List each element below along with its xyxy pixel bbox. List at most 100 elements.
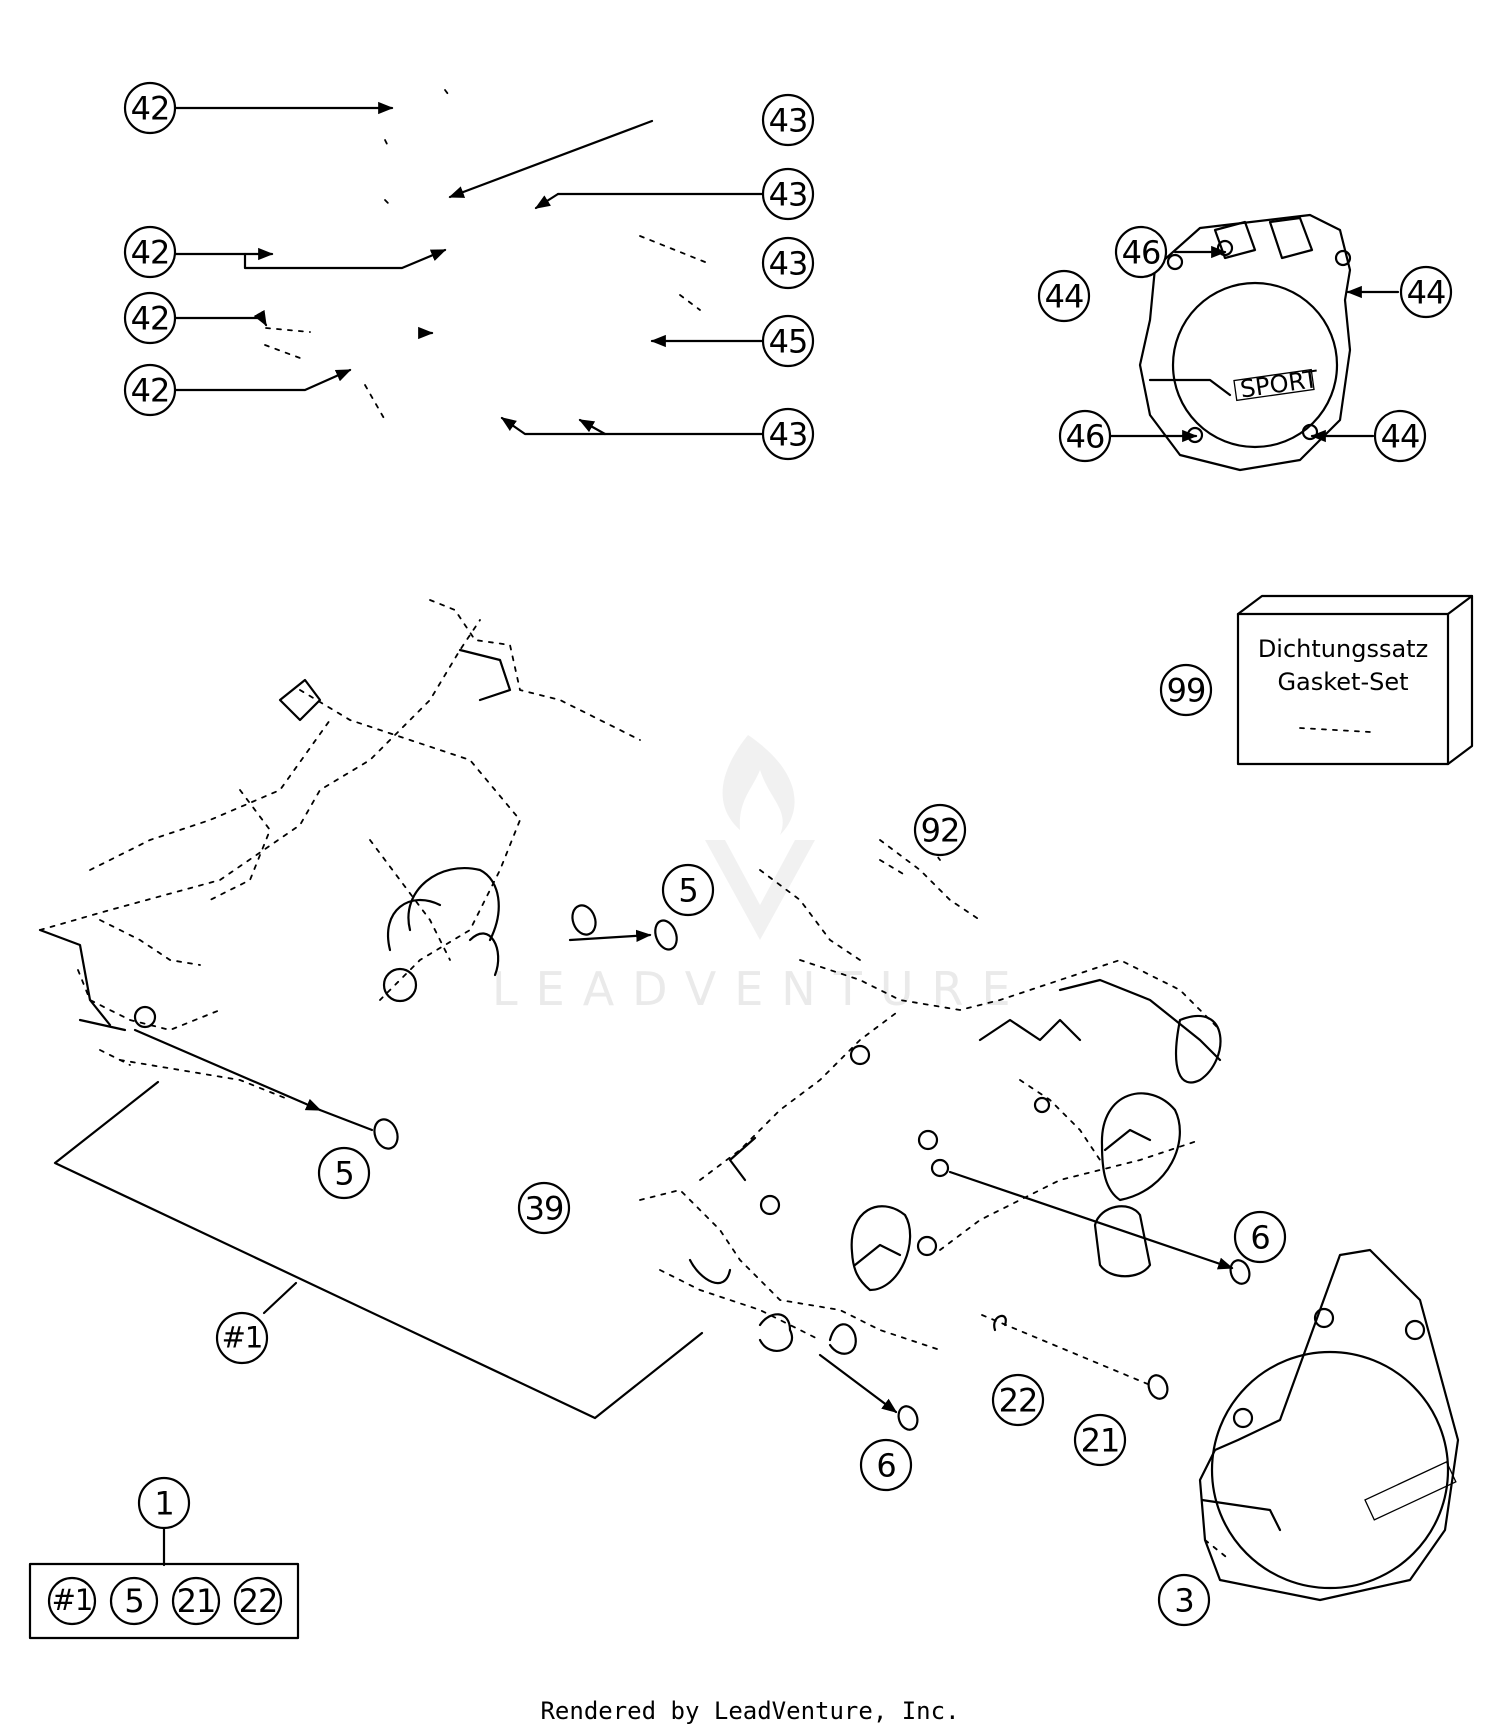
callout-circle xyxy=(215,1311,269,1365)
callout-circle xyxy=(123,291,177,345)
callout-circle xyxy=(1037,269,1091,323)
callout-circle xyxy=(1373,409,1427,463)
callout-number: 46 xyxy=(1122,234,1161,272)
callout-circle xyxy=(171,1576,221,1626)
callout-circle xyxy=(1233,1210,1287,1264)
callout-circle xyxy=(317,1146,371,1200)
callout-number: 42 xyxy=(131,300,170,338)
callout-6-c6a: 6 xyxy=(1233,1210,1287,1264)
cover-logo-text: SPORT xyxy=(1238,365,1320,404)
callout-44-c44b: 44 xyxy=(1399,265,1453,319)
callout-number: 39 xyxy=(525,1190,564,1228)
callout-number: 42 xyxy=(131,90,170,128)
callout-circle xyxy=(761,167,815,221)
callout-circle xyxy=(123,363,177,417)
callout-number: 22 xyxy=(239,1582,278,1620)
callout-46-c46b: 46 xyxy=(1058,409,1112,463)
callout-3-c3: 3 xyxy=(1157,1573,1211,1627)
ignition-cover-large xyxy=(1198,1248,1460,1602)
callout-44-c44a: 44 xyxy=(1037,269,1091,323)
callout-number: 44 xyxy=(1045,278,1084,316)
callout-22-kit3: 22 xyxy=(233,1576,283,1626)
callout-number: 43 xyxy=(769,176,808,214)
callout-number: 44 xyxy=(1407,274,1446,312)
callout-46-c46a: 46 xyxy=(1114,225,1168,279)
callout-5-c5a: 5 xyxy=(661,863,715,917)
callout-number: 6 xyxy=(876,1447,895,1485)
callout-circle xyxy=(517,1181,571,1235)
callout-number: 5 xyxy=(124,1582,143,1620)
callout-circle xyxy=(761,236,815,290)
callout-circle xyxy=(1399,265,1453,319)
crankcase-right-half xyxy=(639,839,1251,1431)
callout-1-c1: 1 xyxy=(137,1476,191,1530)
callout-labels: 42 42 42 42 43 43 43 43 45 46 46 44 44 44 99 92 5 5 39 6 6 22… xyxy=(47,81,1453,1627)
callout-42-c42b: 42 xyxy=(123,225,177,279)
gasket-set-box: Dichtungssatz Gasket-Set xyxy=(1236,594,1474,766)
callout-number: 21 xyxy=(1081,1422,1120,1460)
callout-circle xyxy=(913,803,967,857)
callout-39-c39: 39 xyxy=(517,1181,571,1235)
gasket-label-en: Gasket-Set xyxy=(1277,668,1408,696)
callout-43-c43b: 43 xyxy=(761,167,815,221)
callout-22-c22: 22 xyxy=(991,1373,1045,1427)
callout-92-c92: 92 xyxy=(913,803,967,857)
callout-number: 43 xyxy=(769,245,808,283)
callout-number: 21 xyxy=(177,1582,216,1620)
callout-circle xyxy=(761,93,815,147)
callout-circle xyxy=(991,1373,1045,1427)
callout-number: #1 xyxy=(52,1583,93,1617)
gasket-label-de: Dichtungssatz xyxy=(1258,635,1428,663)
callout-43-c43d: 43 xyxy=(761,407,815,461)
callout-21-kit2: 21 xyxy=(171,1576,221,1626)
callout-number: 5 xyxy=(678,872,697,910)
callout-circle xyxy=(1058,409,1112,463)
callout-number: 43 xyxy=(769,416,808,454)
callout-number: 22 xyxy=(999,1382,1038,1420)
callout-kit-1-kit0: #1 xyxy=(47,1576,97,1626)
callout-circle xyxy=(761,314,815,368)
callout-number: 46 xyxy=(1066,418,1105,456)
callout-number: 5 xyxy=(334,1155,353,1193)
callout-circle xyxy=(661,863,715,917)
callout-42-c42a: 42 xyxy=(123,81,177,135)
kit-legend xyxy=(28,1521,300,1640)
callout-5-c5b: 5 xyxy=(317,1146,371,1200)
callout-21-c21: 21 xyxy=(1073,1413,1127,1467)
callout-circle xyxy=(761,407,815,461)
callout-43-c43a: 43 xyxy=(761,93,815,147)
callout-circle xyxy=(1157,1573,1211,1627)
small-parts-group xyxy=(172,89,766,436)
callout-44-c44c: 44 xyxy=(1373,409,1427,463)
callout-number: 1 xyxy=(154,1485,173,1523)
callout-number: #1 xyxy=(222,1321,263,1355)
callout-number: 6 xyxy=(1250,1219,1269,1257)
callout-99-c99: 99 xyxy=(1159,663,1213,717)
callout-42-c42d: 42 xyxy=(123,363,177,417)
callout-42-c42c: 42 xyxy=(123,291,177,345)
callout-circle xyxy=(137,1476,191,1530)
callout-circle xyxy=(1159,663,1213,717)
callout-circle xyxy=(123,225,177,279)
callout-circle xyxy=(123,81,177,135)
callout-number: 44 xyxy=(1381,418,1420,456)
callout-circle xyxy=(1114,225,1168,279)
callout-45-c45: 45 xyxy=(761,314,815,368)
callout-number: 99 xyxy=(1167,672,1206,710)
callout-number: 3 xyxy=(1174,1582,1193,1620)
callout-circle xyxy=(47,1576,97,1626)
callout-number: 42 xyxy=(131,372,170,410)
footer-credit: Rendered by LeadVenture, Inc. xyxy=(540,1697,960,1725)
kit-bracket-lines xyxy=(53,1080,704,1420)
callout-kit-1-cKit: #1 xyxy=(215,1311,269,1365)
callout-43-c43c: 43 xyxy=(761,236,815,290)
callout-number: 43 xyxy=(769,102,808,140)
callout-circle xyxy=(1073,1413,1127,1467)
callout-number: 92 xyxy=(921,812,960,850)
callout-number: 42 xyxy=(131,234,170,272)
callout-circle xyxy=(859,1438,913,1492)
watermark-logo: LEADVENTURE xyxy=(492,735,1011,1016)
callout-circle xyxy=(233,1576,283,1626)
callout-5-kit1: 5 xyxy=(109,1576,159,1626)
